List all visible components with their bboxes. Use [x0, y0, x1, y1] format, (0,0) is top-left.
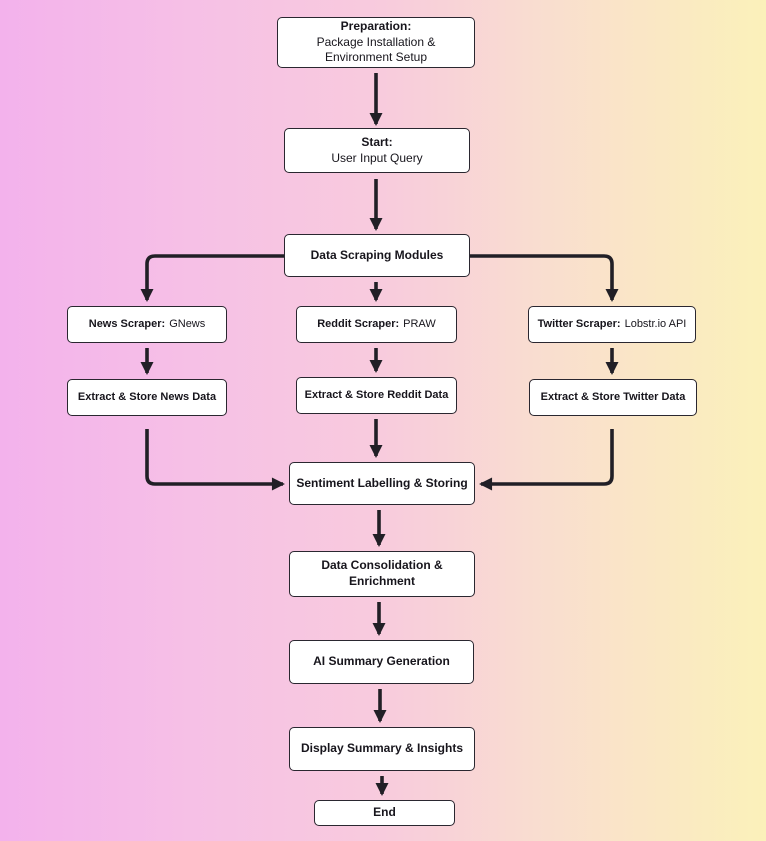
node-ai-summary-generation-label: AI Summary Generation [313, 654, 450, 669]
arrow-extract-twitter-to-sentiment [479, 429, 614, 491]
node-twitter-scraper-label: Twitter Scraper: [537, 318, 621, 331]
node-end: End [314, 800, 455, 826]
node-start: Start: User Input Query [284, 128, 470, 173]
node-reddit-scraper-text: Reddit Scraper:PRAW [317, 317, 436, 331]
node-news-scraper: News Scraper:GNews [67, 306, 227, 343]
arrow-data-scraping-to-news [140, 254, 284, 302]
node-data-consolidation-line2: Enrichment [348, 574, 415, 588]
node-twitter-scraper: Twitter Scraper:Lobstr.io API [528, 306, 696, 343]
node-extract-store-twitter-data: Extract & Store Twitter Data [529, 379, 697, 416]
node-display-summary-insights-label: Display Summary & Insights [300, 741, 464, 756]
node-news-scraper-label: News Scraper: [88, 318, 166, 331]
node-reddit-scraper: Reddit Scraper:PRAW [296, 306, 457, 343]
node-start-line1: User Input Query [331, 150, 423, 165]
node-sentiment-labelling-storing-label: Sentiment Labelling & Storing [296, 475, 468, 490]
node-extract-store-news-data-label: Extract & Store News Data [77, 391, 217, 404]
node-ai-summary-generation: AI Summary Generation [289, 640, 474, 684]
node-start-title: Start: [361, 134, 393, 149]
node-data-consolidation-line1: Data Consolidation & [321, 558, 443, 573]
node-twitter-scraper-text: Twitter Scraper:Lobstr.io API [538, 317, 687, 331]
node-preparation-title: Preparation: [340, 19, 412, 34]
arrow-data-scraping-to-twitter [470, 254, 619, 302]
node-data-scraping-modules: Data Scraping Modules [284, 234, 470, 277]
node-twitter-scraper-value: Lobstr.io API [624, 318, 687, 331]
node-display-summary-insights: Display Summary & Insights [289, 727, 475, 771]
node-reddit-scraper-value: PRAW [403, 318, 436, 331]
node-extract-store-news-data: Extract & Store News Data [67, 379, 227, 416]
node-sentiment-labelling-storing: Sentiment Labelling & Storing [289, 462, 475, 505]
node-reddit-scraper-label: Reddit Scraper: [317, 318, 400, 331]
node-preparation-line1: Package Installation & [316, 34, 436, 49]
arrow-extract-news-to-sentiment [145, 429, 285, 491]
node-end-label: End [373, 805, 396, 820]
node-data-scraping-modules-label: Data Scraping Modules [310, 247, 444, 262]
node-preparation-line2: Environment Setup [324, 50, 428, 65]
node-preparation: Preparation: Package Installation & Envi… [277, 17, 475, 68]
node-extract-store-twitter-data-label: Extract & Store Twitter Data [540, 391, 686, 404]
node-news-scraper-text: News Scraper:GNews [89, 317, 206, 331]
node-data-consolidation-enrichment: Data Consolidation & Enrichment [289, 551, 475, 597]
node-news-scraper-value: GNews [169, 318, 206, 331]
node-extract-store-reddit-data-label: Extract & Store Reddit Data [304, 389, 449, 402]
node-extract-store-reddit-data: Extract & Store Reddit Data [296, 377, 457, 414]
